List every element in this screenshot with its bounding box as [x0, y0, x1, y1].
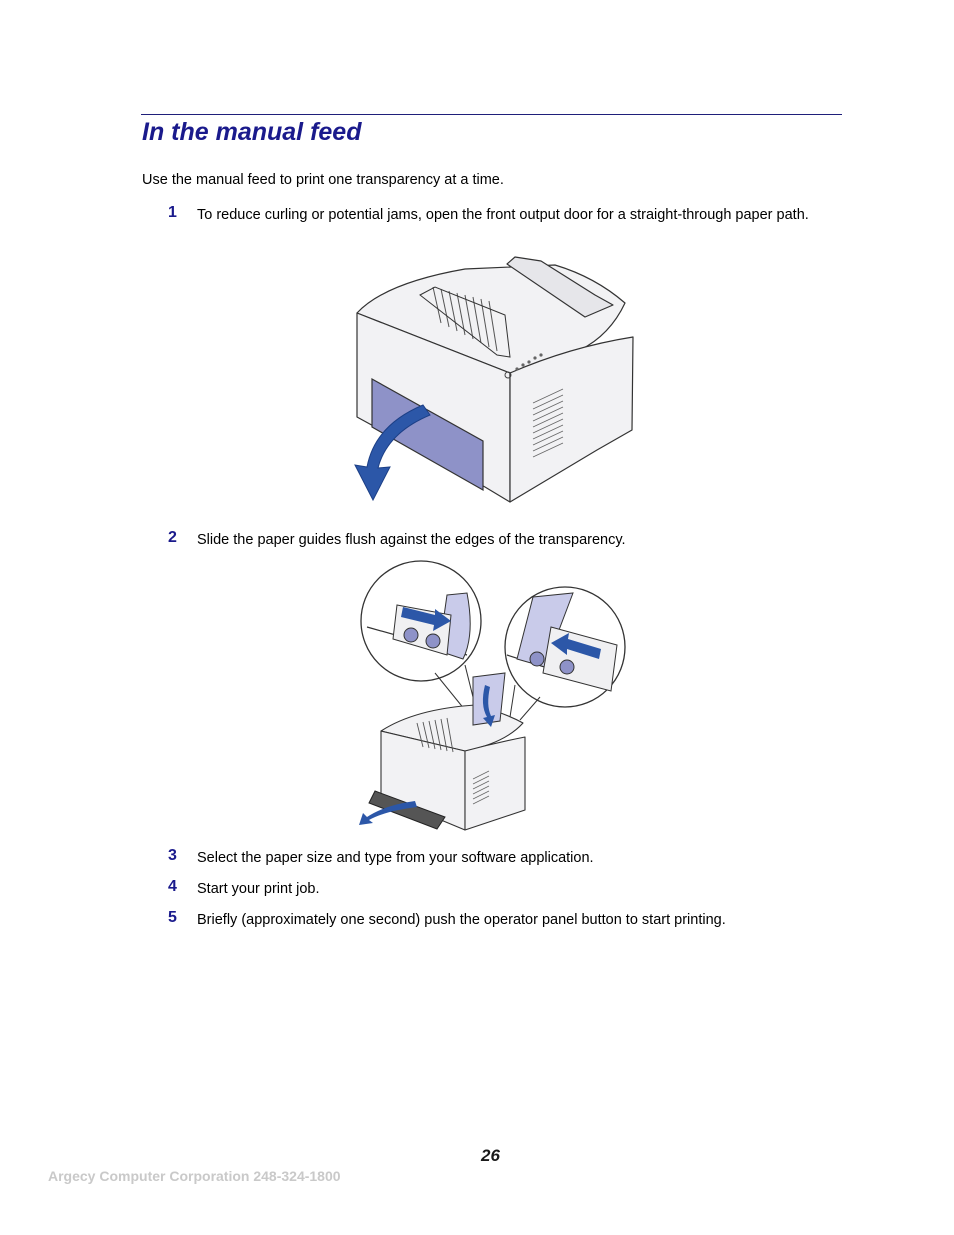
paper-guides-figure	[359, 560, 626, 831]
page-number: 26	[481, 1146, 500, 1165]
step-4-text: Start your print job.	[197, 881, 320, 897]
step-5-number: 5	[168, 909, 177, 926]
intro-text: Use the manual feed to print one transpa…	[142, 172, 504, 188]
step-5-text: Briefly (approximately one second) push …	[197, 912, 726, 928]
step-1-number: 1	[168, 204, 177, 221]
step-2-text: Slide the paper guides flush against the…	[197, 532, 626, 548]
footer-text: Argecy Computer Corporation 248-324-1800	[48, 1168, 341, 1184]
step-2-number: 2	[168, 529, 177, 546]
section-title: In the manual feed	[142, 118, 362, 146]
step-3-number: 3	[168, 847, 177, 864]
step-1-text: To reduce curling or potential jams, ope…	[197, 207, 809, 223]
title-rule	[141, 114, 842, 115]
printer-front-door-figure	[354, 256, 634, 503]
step-4-number: 4	[168, 878, 177, 895]
step-3-text: Select the paper size and type from your…	[197, 850, 594, 866]
